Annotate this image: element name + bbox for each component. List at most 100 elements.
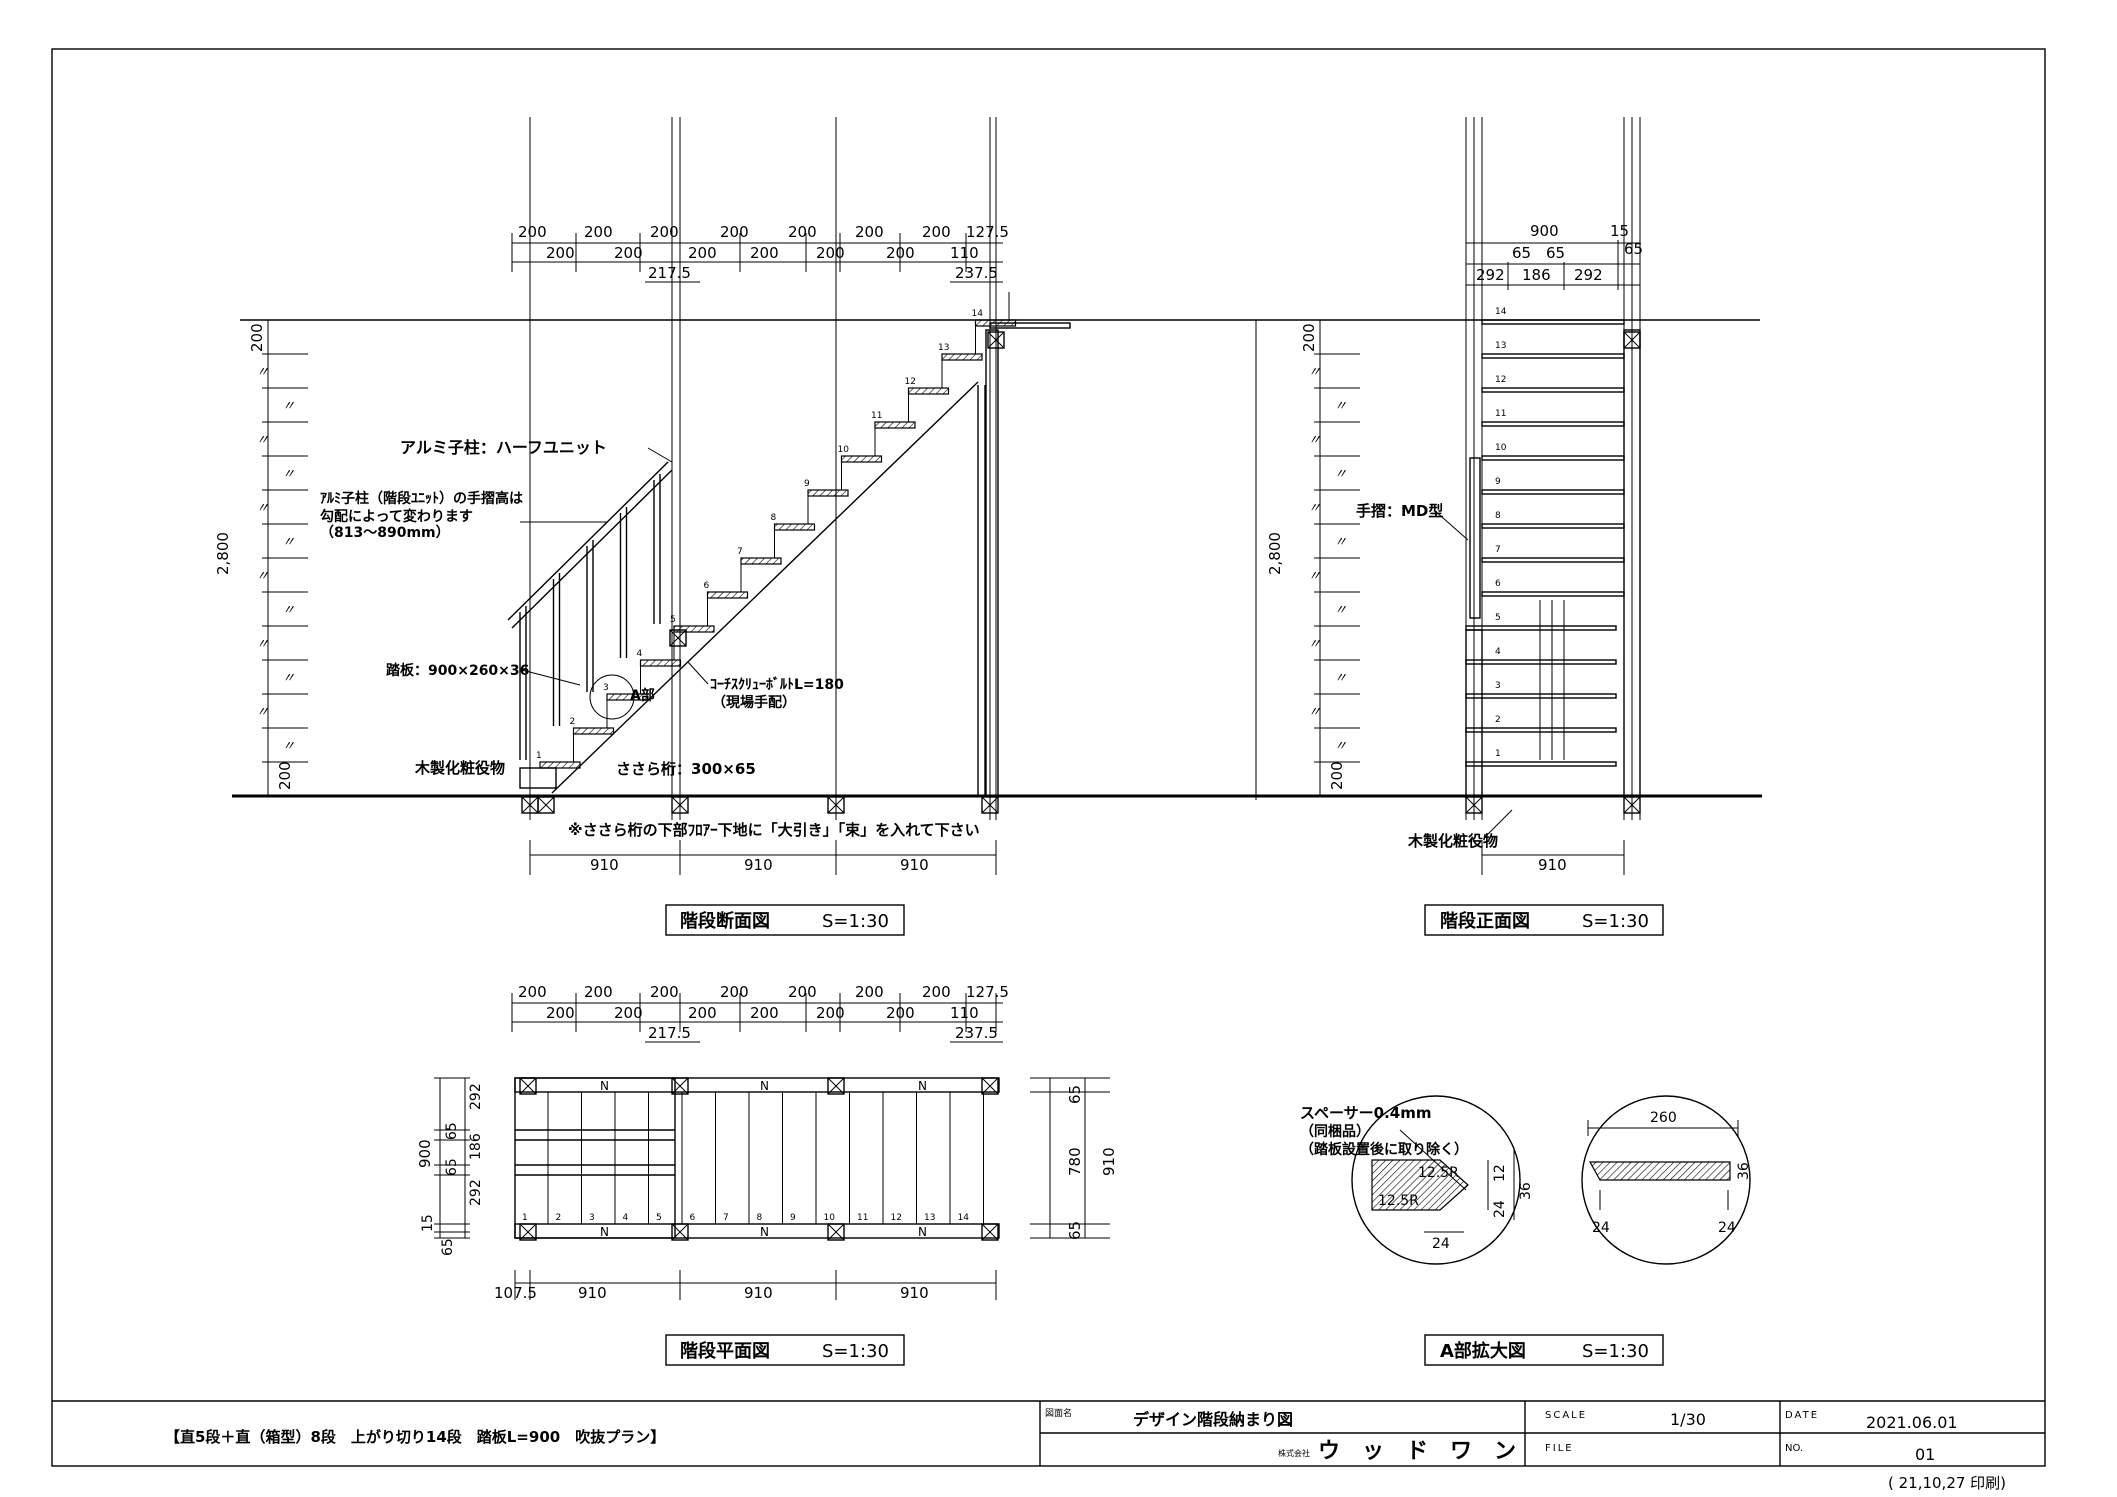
- label-baluster-note-1: ｱﾙﾐ子柱（階段ﾕﾆｯﾄ）の手摺高は: [320, 490, 523, 507]
- repeat-mark: 〃: [256, 569, 269, 584]
- section-scale: S=1:30: [822, 911, 889, 932]
- plan-top-dim-a: 200: [518, 983, 547, 1001]
- tb-print-date: ( 21,10,27 印刷): [1888, 1474, 2006, 1492]
- front-base: 木製化粧役物: [1407, 832, 1498, 850]
- repeat-mark: 〃: [1308, 705, 1321, 720]
- front-tread: [1465, 625, 1617, 631]
- plan-step-number: 12: [891, 1213, 902, 1223]
- plan-sub-dim-1: 217.5: [648, 1024, 691, 1042]
- plan-right-total: 910: [1100, 1147, 1118, 1176]
- repeat-mark: 〃: [282, 535, 295, 550]
- front-dim-292a: 292: [1476, 266, 1505, 284]
- front-tread: [1481, 319, 1625, 325]
- sheet-border: [51, 48, 2046, 1467]
- front-bottom-dim: 910: [1538, 856, 1567, 874]
- tb-company-label: 株式会社: [1278, 1448, 1310, 1458]
- tb-no-label: NO.: [1785, 1443, 1803, 1454]
- front-tread: [1481, 387, 1625, 393]
- front-tread: [1481, 353, 1625, 359]
- sec-top-dim-b: 200: [816, 244, 845, 262]
- front-step-number: 13: [1495, 341, 1506, 351]
- section-tread: [539, 761, 581, 769]
- section-step-number: 5: [670, 615, 676, 625]
- post-marker: [981, 796, 999, 814]
- detail-dim-36b: 36: [1736, 1162, 1752, 1180]
- front-step-number: 9: [1495, 477, 1501, 487]
- front-tread: [1481, 557, 1625, 563]
- front-step-number: 3: [1495, 681, 1501, 691]
- plan-step-number: 2: [556, 1213, 562, 1223]
- plan-top-dim-a: 200: [788, 983, 817, 1001]
- plan-top-dim-b: 200: [750, 1004, 779, 1022]
- repeat-mark: 〃: [1308, 365, 1321, 380]
- section-step-number: 4: [637, 649, 643, 659]
- front-step-number: 2: [1495, 715, 1501, 725]
- front-step-number: 7: [1495, 545, 1501, 555]
- plan-top-dim-a: 127.5: [966, 983, 1009, 1001]
- plan-n-mark: N: [760, 1079, 769, 1093]
- repeat-mark: 〃: [1334, 535, 1347, 550]
- section-step-number: 3: [603, 683, 609, 693]
- post-marker: [669, 629, 687, 647]
- sec-bottom-dim-1: 910: [590, 856, 619, 874]
- repeat-mark: 〃: [282, 399, 295, 414]
- section-step-number: 6: [704, 581, 710, 591]
- sec-top-dim-b: 200: [750, 244, 779, 262]
- plan-top-dim-b: 110: [950, 1004, 979, 1022]
- section-step-number: 11: [871, 411, 882, 421]
- section-tread: [941, 353, 983, 361]
- plan-bottom-dim-4: 910: [900, 1284, 929, 1302]
- label-bolt: ｺｰﾁｽｸﾘｭｰﾎﾞﾙﾄL=180: [710, 676, 844, 693]
- sec-top-dim-a: 200: [788, 223, 817, 241]
- repeat-mark: 〃: [1308, 569, 1321, 584]
- post-marker: [981, 1223, 999, 1241]
- plan-top-dim-a: 200: [650, 983, 679, 1001]
- detail-title: A部拡大図: [1440, 1340, 1526, 1362]
- plan-top-dim-b: 200: [688, 1004, 717, 1022]
- post-marker: [671, 796, 689, 814]
- plan-left-dim: 186: [468, 1133, 484, 1160]
- plan-bottom-dim-2: 910: [578, 1284, 607, 1302]
- post-marker: [519, 1223, 537, 1241]
- tb-description: 【直5段＋直（箱型）8段 上がり切り14段 踏板L=900 吹抜プラン】: [165, 1428, 665, 1446]
- repeat-mark: 〃: [1308, 433, 1321, 448]
- plan-top-dim-a: 200: [720, 983, 749, 1001]
- detail-spacer-2: （同梱品）: [1300, 1123, 1370, 1140]
- plan-step-number: 7: [723, 1213, 729, 1223]
- repeat-mark: 〃: [282, 467, 295, 482]
- front-step-number: 10: [1495, 443, 1507, 453]
- plan-bottom-dim-3: 910: [744, 1284, 773, 1302]
- front-step-number: 12: [1495, 375, 1506, 385]
- title-block: 【直5段＋直（箱型）8段 上がり切り14段 踏板L=900 吹抜プラン】 図面名…: [52, 1400, 2045, 1492]
- tb-drawing-name: デザイン階段納まり図: [1133, 1410, 1293, 1429]
- label-stringer: ささら桁：300×65: [616, 760, 756, 778]
- repeat-mark: 〃: [282, 739, 295, 754]
- front-tread: [1481, 591, 1625, 597]
- section-tread: [974, 319, 1017, 327]
- front-tread: [1481, 455, 1625, 461]
- plan-top-dim-a: 200: [855, 983, 884, 1001]
- repeat-mark: 〃: [256, 637, 269, 652]
- front-tread: [1465, 693, 1617, 699]
- label-detail-a: A部: [630, 687, 655, 704]
- sec-top-dim-b: 200: [886, 244, 915, 262]
- post-marker: [827, 1223, 845, 1241]
- detail-dim-24: 24: [1492, 1200, 1508, 1218]
- post-marker: [537, 796, 555, 814]
- section-step-number: 8: [771, 513, 777, 523]
- front-handrail: 手摺：MD型: [1356, 502, 1443, 520]
- section-step-number: 7: [737, 547, 743, 557]
- front-title: 階段正面図: [1440, 910, 1530, 932]
- front-height-total: 2,800: [1266, 532, 1284, 575]
- sec-top-dim-b: 200: [614, 244, 643, 262]
- plan-left-dim: 65: [440, 1238, 456, 1256]
- section-step-number: 12: [905, 377, 916, 387]
- detail-scale: S=1:30: [1582, 1341, 1649, 1362]
- plan-top-dim-b: 200: [886, 1004, 915, 1022]
- plan-bottom-dim-1: 107.5: [494, 1284, 537, 1302]
- plan-left-dim: 65: [444, 1122, 460, 1140]
- repeat-mark: 〃: [1334, 739, 1347, 754]
- front-dim-900: 900: [1530, 222, 1559, 240]
- section-tread: [706, 591, 749, 599]
- front-step-number: 14: [1495, 307, 1507, 317]
